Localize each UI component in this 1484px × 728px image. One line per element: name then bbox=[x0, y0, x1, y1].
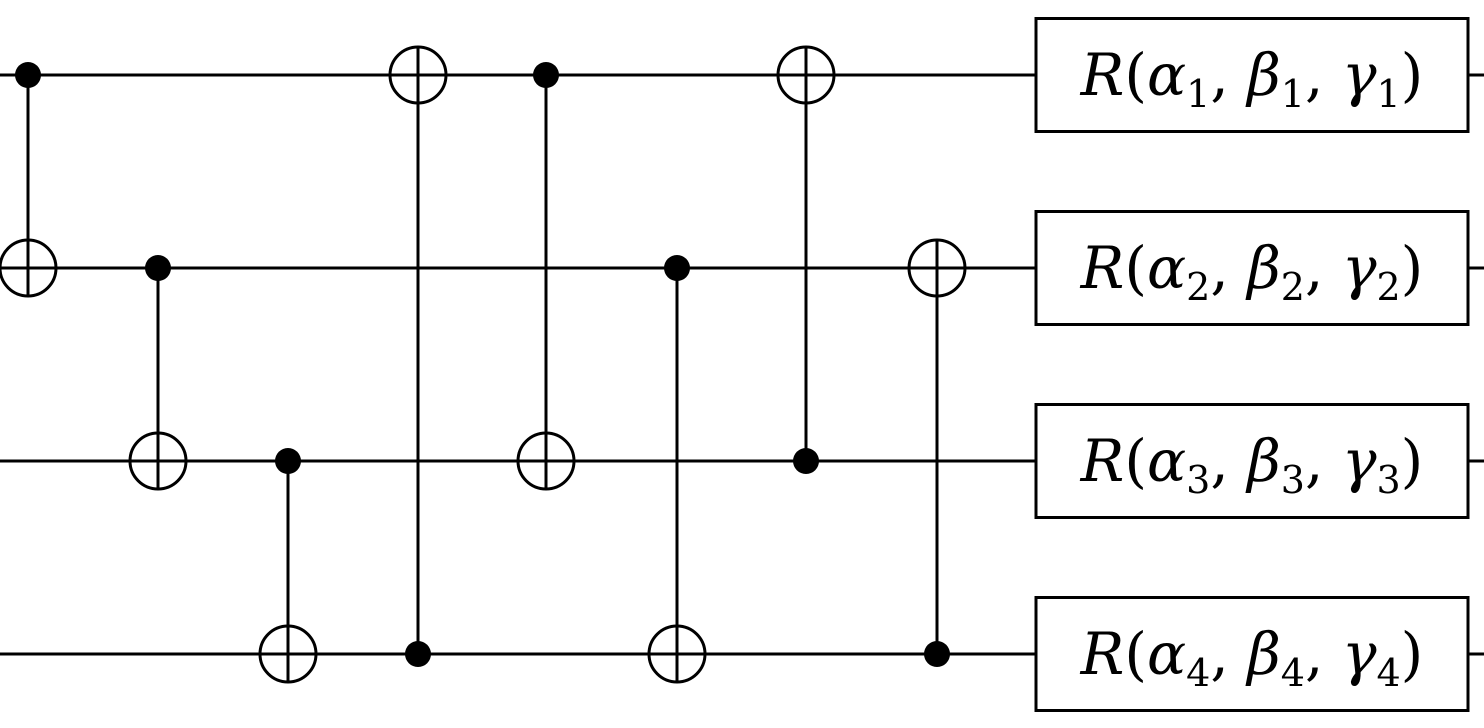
rotation-gate-box bbox=[1034, 210, 1470, 326]
rotation-gate-box bbox=[1034, 17, 1470, 133]
target-oplus-icon bbox=[258, 624, 318, 684]
rotation-gate-label: R(α1, β1, γ1) bbox=[1080, 41, 1424, 116]
target-oplus-icon bbox=[516, 431, 576, 491]
cnot-gate bbox=[0, 62, 58, 298]
cnot-gate bbox=[647, 255, 707, 684]
cnot-gate bbox=[516, 62, 576, 491]
rotation-gates: R(α1, β1, γ1) R(α2, β2, γ2) R(α3, β3, γ3) R… bbox=[1034, 17, 1470, 712]
cnot-gates bbox=[0, 45, 967, 684]
target-oplus-icon bbox=[0, 238, 58, 298]
rotation-gate: R(α2, β2, γ2) bbox=[1034, 210, 1470, 326]
target-oplus-icon bbox=[128, 431, 188, 491]
control-dot bbox=[924, 641, 950, 667]
rotation-gate: R(α1, β1, γ1) bbox=[1034, 17, 1470, 133]
rotation-gate-box bbox=[1034, 596, 1470, 712]
rotation-gate: R(α3, β3, γ3) bbox=[1034, 403, 1470, 519]
rotation-gate: R(α4, β4, γ4) bbox=[1034, 596, 1470, 712]
control-dot bbox=[533, 62, 559, 88]
control-dot bbox=[405, 641, 431, 667]
control-dot bbox=[793, 448, 819, 474]
target-oplus-icon bbox=[907, 238, 967, 298]
target-oplus-icon bbox=[388, 45, 448, 105]
control-dot bbox=[145, 255, 171, 281]
qubit-wires bbox=[0, 73, 1484, 656]
control-dot bbox=[15, 62, 41, 88]
control-dot bbox=[275, 448, 301, 474]
cnot-gate bbox=[388, 45, 448, 667]
rotation-gate-label: R(α2, β2, γ2) bbox=[1080, 234, 1424, 309]
rotation-gate-label: R(α4, β4, γ4) bbox=[1080, 620, 1424, 695]
control-dot bbox=[664, 255, 690, 281]
target-oplus-icon bbox=[776, 45, 836, 105]
cnot-gate bbox=[776, 45, 836, 474]
rotation-gate-label: R(α3, β3, γ3) bbox=[1080, 427, 1424, 502]
rotation-gate-box bbox=[1034, 403, 1470, 519]
cnot-gate bbox=[128, 255, 188, 491]
target-oplus-icon bbox=[647, 624, 707, 684]
cnot-gate bbox=[907, 238, 967, 667]
cnot-gate bbox=[258, 448, 318, 684]
